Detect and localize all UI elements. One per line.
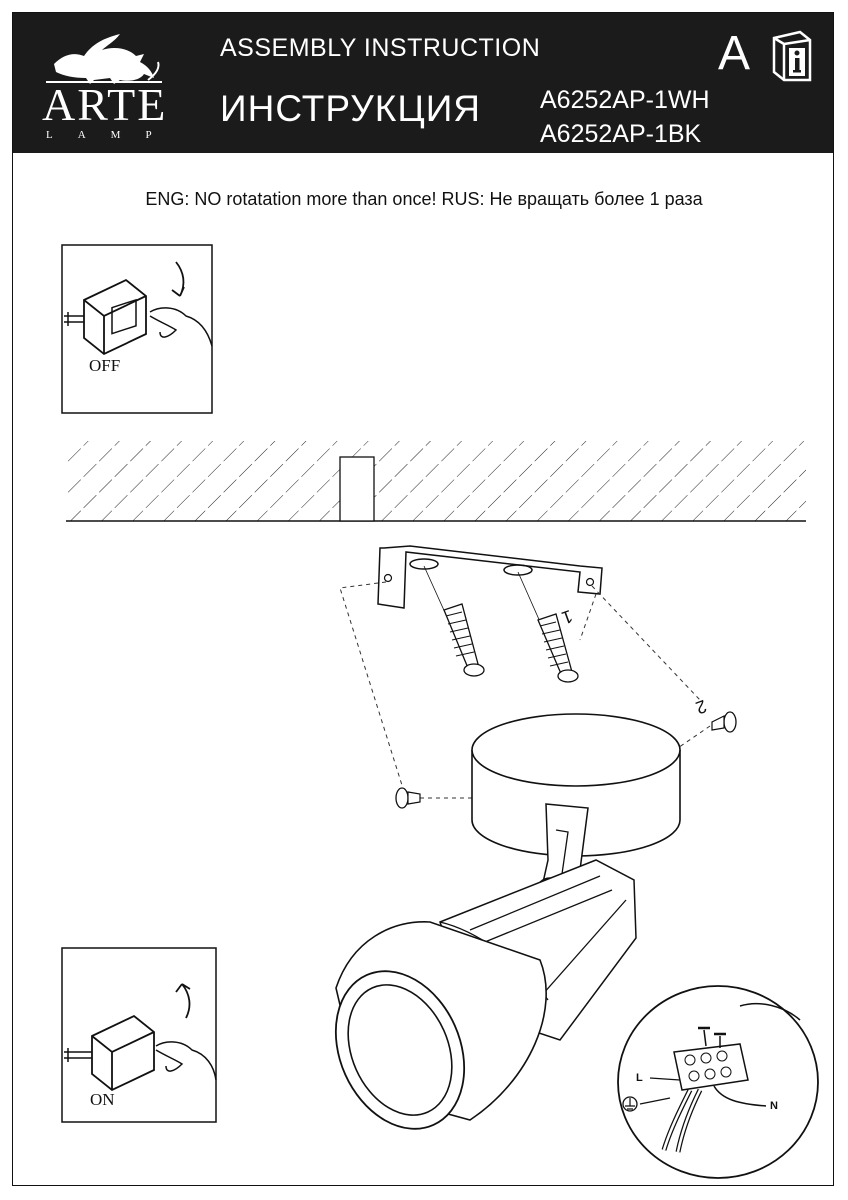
model-number-black: A6252AP-1BK xyxy=(540,120,702,148)
wiring-detail xyxy=(617,985,819,1179)
title-russian: ИНСТРУКЦИЯ xyxy=(220,88,482,129)
model-number-white: A6252AP-1WH xyxy=(540,86,710,114)
ceiling-screw-left xyxy=(423,565,485,677)
title-english: ASSEMBLY INSTRUCTION xyxy=(220,34,541,62)
live-wire-label: L xyxy=(636,1072,643,1084)
page-frame xyxy=(12,12,834,1186)
canopy xyxy=(471,713,681,857)
ceiling-hatch xyxy=(66,441,806,521)
neutral-wire-label: N xyxy=(770,1100,778,1112)
griffin-logo-icon xyxy=(46,34,162,84)
side-screw-right xyxy=(711,711,737,733)
guide-lines xyxy=(339,581,711,799)
switch-off-panel xyxy=(61,244,213,414)
mounting-bracket xyxy=(377,545,603,609)
switch-on-label: ON xyxy=(90,1090,115,1109)
brand-logo-text: ARTE xyxy=(42,79,168,130)
info-book-icon xyxy=(772,30,812,82)
switch-off-label: OFF xyxy=(89,356,121,375)
side-screw-left xyxy=(395,787,421,809)
brand-sub-text: LAMP xyxy=(46,129,177,141)
rotation-warning: ENG: NO rotatation more than once! RUS: … xyxy=(145,189,703,209)
ceiling-screw-right xyxy=(517,571,579,683)
language-letter: A xyxy=(718,27,751,80)
lamp-body xyxy=(334,859,637,1130)
junction-box xyxy=(339,456,375,522)
switch-on-panel xyxy=(61,947,217,1123)
